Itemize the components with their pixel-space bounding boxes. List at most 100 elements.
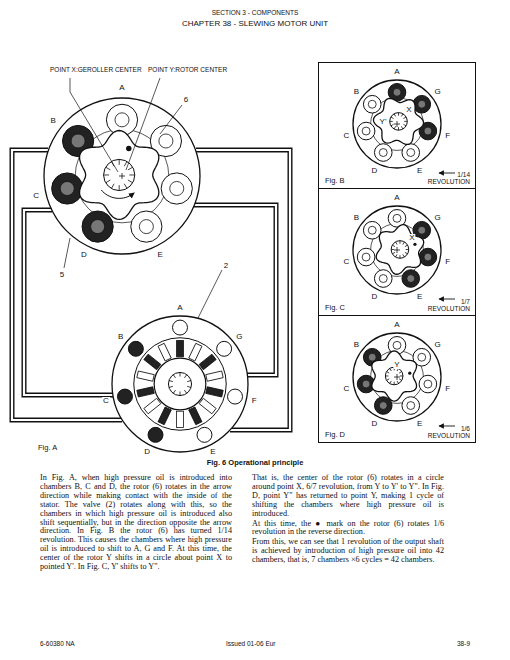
gerotor [353, 333, 441, 421]
figure-panel: Fig. C1/7 REVOLUTION [318, 188, 476, 316]
spline-tooth [169, 380, 173, 381]
spline-tooth [403, 242, 405, 245]
chamber-letter: B [117, 333, 124, 341]
valve-slot [206, 387, 223, 397]
spline-tooth [184, 375, 186, 378]
spline-tooth [385, 375, 388, 376]
chamber-roller [60, 181, 74, 195]
body-text: In Fig. A, when high pressure oil is int… [40, 474, 232, 572]
oil-chamber [402, 270, 420, 288]
spline-tooth [404, 121, 407, 122]
chamber-letter: C [342, 385, 350, 393]
revolution-label: 1/6 REVOLUTION [422, 425, 470, 439]
point-letter: X [405, 106, 412, 114]
body-text: That is, the center of the rotor (6) rot… [252, 474, 444, 519]
valve [112, 316, 248, 452]
valve-port [173, 320, 188, 335]
oil-chamber [131, 211, 162, 242]
point-label: POINT X:GEROLLER CENTER [50, 66, 142, 73]
chamber-letter: B [353, 88, 360, 96]
chamber-roller [418, 353, 426, 361]
valve-slot [158, 343, 171, 361]
spline-tooth [104, 174, 109, 175]
oil-chamber [363, 95, 381, 113]
chamber-roller [379, 275, 387, 283]
chamber-roller [407, 149, 415, 157]
revolution-arrow [439, 299, 455, 300]
valve-spline [168, 372, 191, 395]
valve-slot [206, 371, 223, 381]
center-mark [394, 121, 400, 127]
spline-tooth [387, 372, 390, 374]
chamber-roller [407, 402, 415, 410]
spline-tooth [124, 184, 127, 189]
spline-tooth [106, 180, 111, 183]
chamber-letter: E [416, 293, 423, 301]
valve-port [117, 389, 132, 404]
oil-chamber [419, 248, 437, 266]
spline-bore [104, 159, 135, 190]
chamber-letter: G [235, 333, 243, 341]
oil-chamber [374, 397, 392, 415]
chamber-roller [362, 127, 370, 135]
leader-line [64, 238, 70, 268]
chamber-letter: F [444, 385, 451, 393]
oil-chamber [161, 173, 192, 204]
valve-slot [189, 343, 202, 361]
chapter-title: CHAPTER 38 - SLEWING MOTOR UNIT [182, 20, 328, 29]
revolution-label: 1/7 REVOLUTION [422, 298, 470, 312]
spline-tooth [390, 381, 392, 384]
spline-tooth [399, 372, 402, 374]
chamber-roller [159, 134, 173, 148]
leader-line [126, 78, 160, 170]
spline-tooth [394, 126, 396, 129]
spline-tooth [394, 382, 395, 385]
spline-bore [385, 367, 403, 385]
spline-tooth [119, 159, 120, 164]
revolution-arrow [439, 173, 455, 174]
chamber-letter: B [353, 214, 360, 222]
chamber-letter: G [434, 88, 442, 96]
chamber-letter: E [416, 420, 423, 428]
spline-tooth [124, 161, 127, 166]
revolution-label: 1/14 REVOLUTION [422, 171, 470, 185]
stator [44, 98, 200, 254]
valve-slot [144, 354, 161, 369]
rotor [80, 131, 159, 220]
spline-tooth [391, 117, 394, 119]
figure-label: Fig. A [38, 444, 57, 452]
chamber-letter: D [371, 420, 379, 428]
point-label: POINT Y:ROTOR CENTER [148, 66, 227, 73]
chamber-letter: C [32, 192, 40, 200]
spline-tooth [392, 252, 395, 254]
gerotor [353, 80, 441, 168]
chamber-letter: F [444, 258, 451, 266]
spline-tooth [390, 121, 393, 122]
spline-tooth [403, 124, 406, 126]
point-letter: X [408, 234, 415, 242]
spline-tooth [405, 252, 408, 254]
chamber-letter: G [434, 214, 442, 222]
spline-tooth [173, 390, 175, 393]
spline-tooth [403, 117, 406, 119]
gerotor [44, 98, 200, 254]
valve-port [197, 427, 212, 442]
rotor-dot-mark [126, 146, 131, 151]
oil-line [24, 210, 113, 395]
chamber-roller [170, 181, 184, 195]
valve-slot [144, 398, 161, 413]
rotation-arrow [101, 190, 134, 198]
chamber-letter: A [393, 321, 400, 329]
spline-tooth [399, 255, 400, 258]
chamber-roller [418, 226, 426, 234]
section-header: SECTION 3 - COMPONENTS [212, 9, 299, 16]
oil-chamber [357, 248, 375, 266]
chamber-roller [379, 402, 387, 410]
spline-tooth [398, 127, 399, 130]
chamber-roller [368, 353, 376, 361]
valve-housing [112, 316, 248, 452]
oil-chamber [402, 144, 420, 162]
chamber-letter: D [371, 167, 379, 175]
oil-chamber [374, 144, 392, 162]
spline-tooth [398, 113, 399, 116]
